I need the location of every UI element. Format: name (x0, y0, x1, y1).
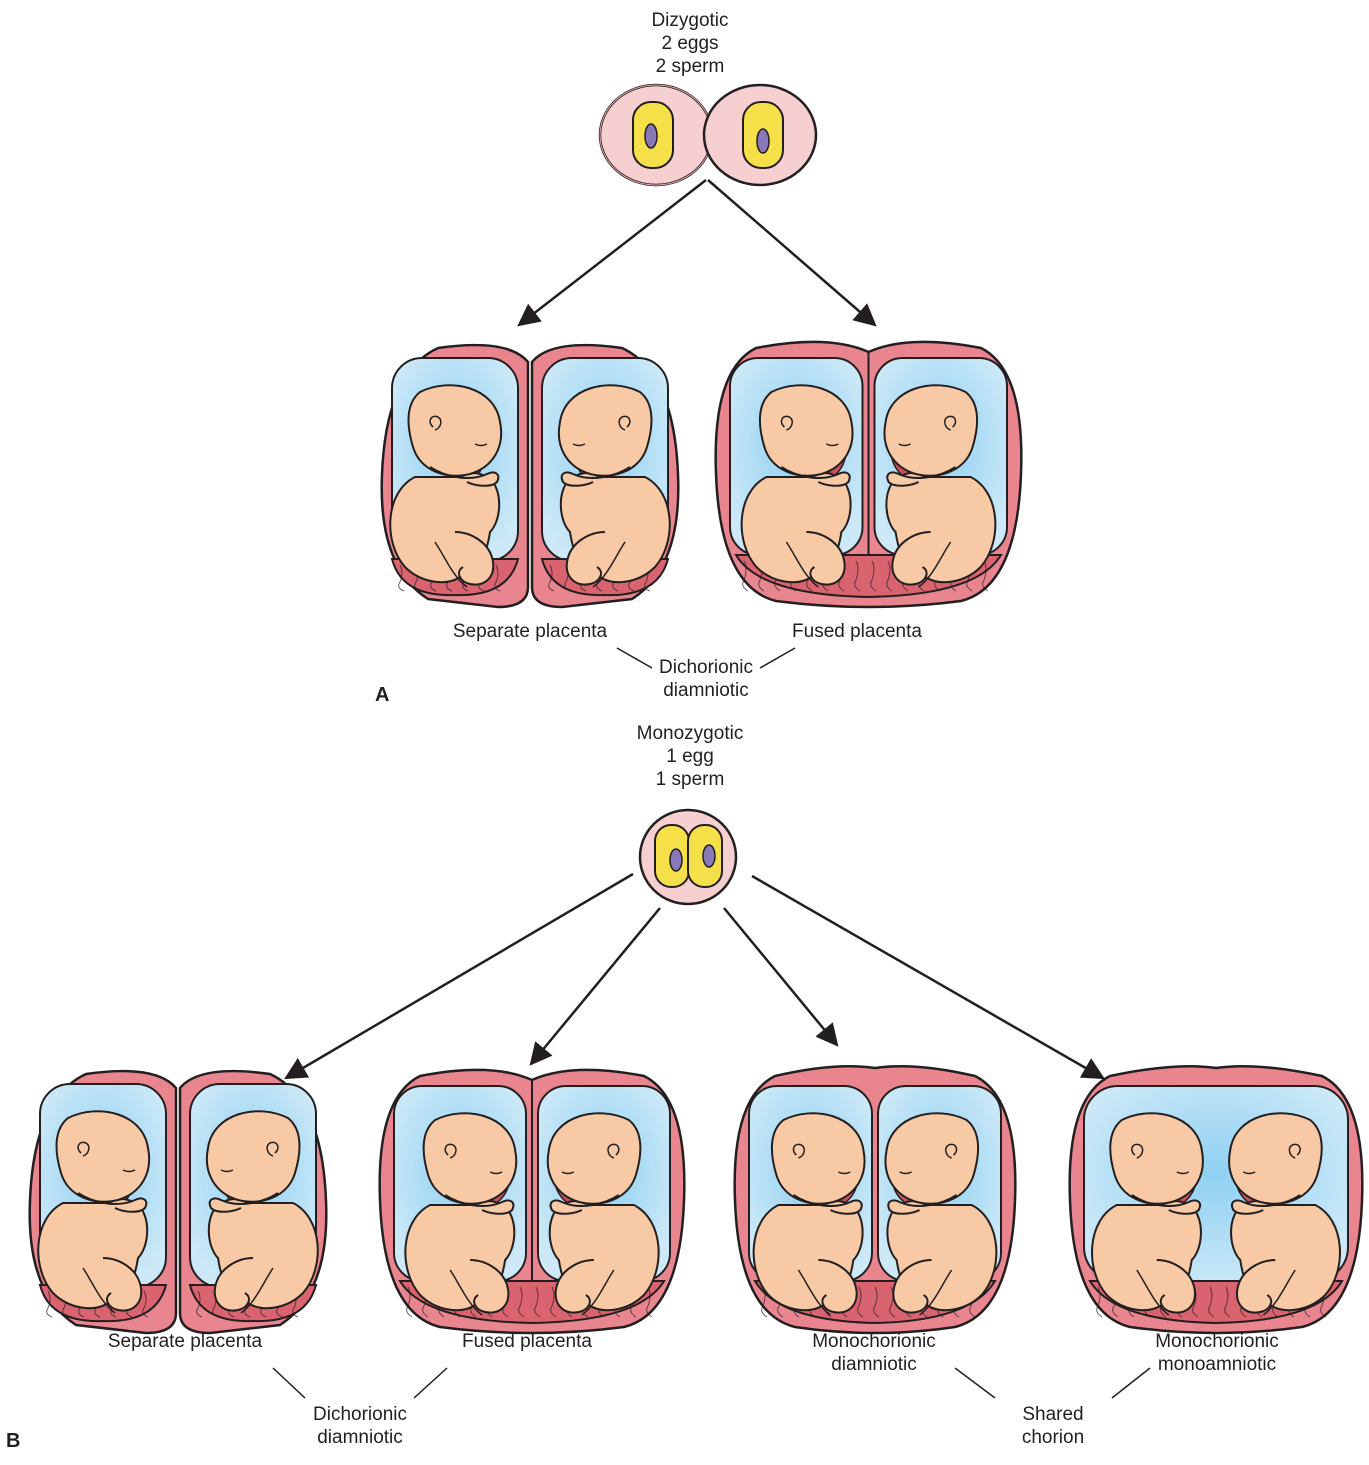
b-separate-sac-right (180, 1071, 326, 1333)
connector-b-2 (414, 1368, 447, 1398)
monozygotic-zygote (640, 810, 736, 904)
b-dichorionic-line-2: diamniotic (240, 1426, 480, 1449)
dizygotic-zygote-right (704, 85, 816, 185)
b-separate-placenta-label: Separate placenta (65, 1330, 305, 1353)
arrow-to-mono-mono (752, 876, 1103, 1078)
dizygotic-line-3: 2 sperm (570, 55, 810, 78)
b-mono-di-line-1: Monochorionic (754, 1330, 994, 1353)
arrow-to-fused-a (708, 180, 875, 325)
a-separate-sac-left (382, 345, 528, 607)
arrow-to-mono-di (724, 908, 837, 1045)
b-mono-di-line-2: diamniotic (754, 1353, 994, 1376)
b-mono-mono-sac (1070, 1066, 1363, 1333)
a-fused-sac (716, 342, 1022, 607)
b-dichorionic-label: Dichorionic diamniotic (240, 1403, 480, 1449)
dizygotic-title: Dizygotic 2 eggs 2 sperm (570, 9, 810, 78)
a-dichorionic-line-2: diamniotic (586, 679, 826, 702)
b-shared-chorion-line-1: Shared (933, 1403, 1173, 1426)
dizygotic-line-2: 2 eggs (570, 32, 810, 55)
b-fused-sac (380, 1070, 685, 1333)
monozygotic-line-2: 1 egg (570, 745, 810, 768)
panel-a-letter: A (375, 684, 389, 707)
b-mono-di-label: Monochorionic diamniotic (754, 1330, 994, 1376)
monozygotic-line-1: Monozygotic (570, 722, 810, 745)
b-dichorionic-line-1: Dichorionic (240, 1403, 480, 1426)
b-mono-mono-line-1: Monochorionic (1097, 1330, 1337, 1353)
b-mono-di-sac (735, 1066, 1016, 1333)
b-mono-mono-line-2: monoamniotic (1097, 1353, 1337, 1376)
dizygotic-zygote-left (600, 85, 712, 185)
b-shared-chorion-label: Shared chorion (933, 1403, 1173, 1449)
monozygotic-line-3: 1 sperm (570, 768, 810, 791)
arrow-to-fused-b (531, 908, 660, 1064)
a-separate-sac-right (532, 345, 678, 607)
arrow-to-separate-a (519, 180, 706, 325)
b-mono-mono-label: Monochorionic monoamniotic (1097, 1330, 1337, 1376)
b-fused-placenta-label: Fused placenta (407, 1330, 647, 1353)
panel-b-letter: B (6, 1430, 20, 1453)
monozygotic-title: Monozygotic 1 egg 1 sperm (570, 722, 810, 791)
a-separate-placenta-label: Separate placenta (410, 620, 650, 643)
a-dichorionic-label: Dichorionic diamniotic (586, 656, 826, 702)
dizygotic-line-1: Dizygotic (570, 9, 810, 32)
b-separate-sac-left (30, 1071, 176, 1333)
connector-b-1 (273, 1368, 305, 1398)
a-fused-placenta-label: Fused placenta (737, 620, 977, 643)
arrow-to-separate-b (286, 874, 633, 1078)
b-shared-chorion-line-2: chorion (933, 1426, 1173, 1449)
a-dichorionic-line-1: Dichorionic (586, 656, 826, 679)
